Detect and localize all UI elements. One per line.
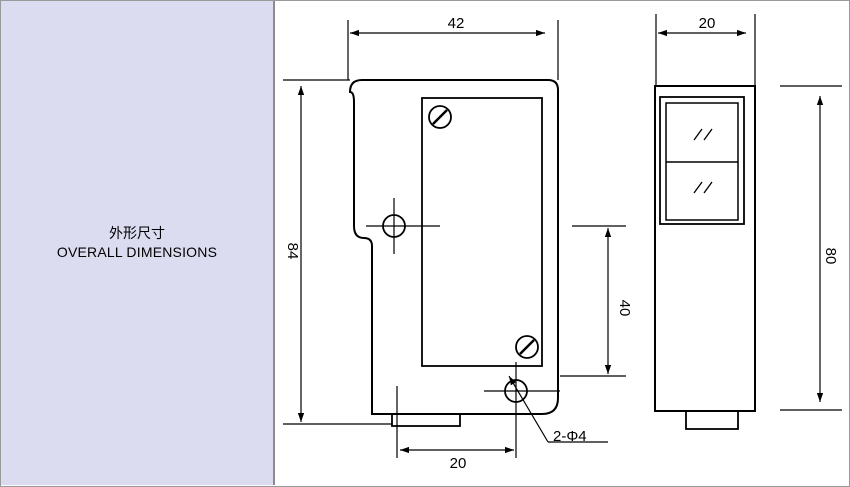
dimension-20-bottom (396, 386, 514, 458)
lens-upper-glint (693, 128, 713, 141)
side-view-connector (391, 413, 461, 427)
mounting-hole-lower (484, 362, 560, 458)
side-view-outline (348, 79, 559, 415)
caption-title-chinese: 外形尺寸 (109, 225, 165, 241)
dimension-40-label: 40 (616, 300, 633, 317)
dimension-42-label: 42 (448, 15, 465, 32)
dimension-84-label: 84 (284, 243, 301, 260)
dimension-84 (283, 79, 392, 425)
caption-panel: 外形尺寸 OVERALL DIMENSIONS (1, 1, 275, 485)
screw-bottom (515, 335, 539, 359)
holes-label: 2-Φ4 (553, 428, 587, 445)
side-view (348, 79, 559, 427)
caption-title-english: OVERALL DIMENSIONS (56, 244, 218, 260)
dimension-20-bottom-label: 20 (450, 455, 467, 472)
lens-lower-glint (693, 181, 713, 194)
screw-top (428, 105, 452, 129)
dimension-42 (347, 20, 559, 80)
front-view-body (654, 85, 756, 412)
side-view-window (421, 97, 543, 367)
front-view (654, 85, 756, 430)
dimension-80-label: 80 (822, 248, 839, 265)
dimension-20-top-label: 20 (699, 15, 716, 32)
dimension-40 (560, 225, 626, 377)
holes-leader (508, 375, 608, 443)
lens-frame-outer (659, 96, 745, 225)
mounting-hole-upper (366, 198, 440, 254)
dimension-80 (780, 85, 842, 411)
dimension-20-top (655, 14, 756, 86)
front-view-connector (685, 410, 739, 430)
